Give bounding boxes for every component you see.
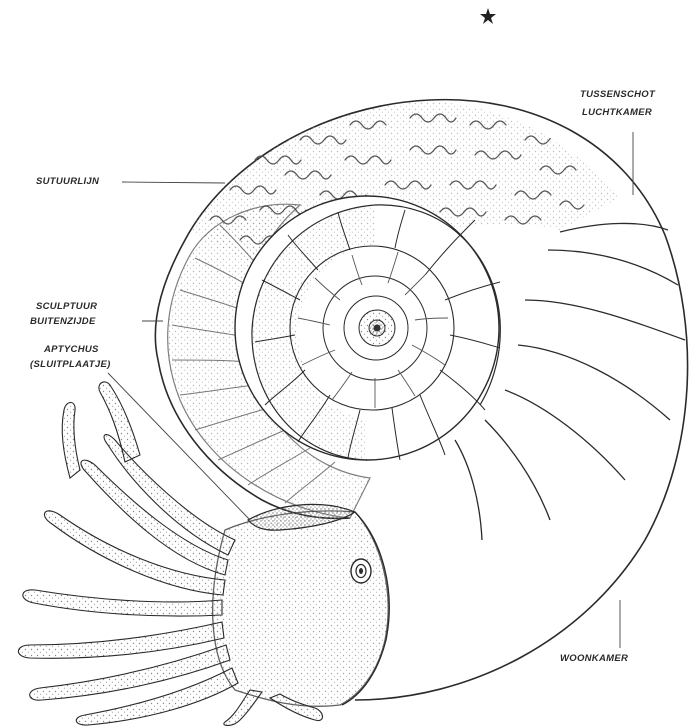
eye: [351, 559, 371, 583]
label-buitenzijde: BUITENZIJDE: [30, 315, 96, 328]
septa: [455, 223, 685, 540]
leader-sutuurlijn: [122, 182, 225, 183]
label-aptychus: APTYCHUS: [44, 343, 99, 356]
inner-whorls: [235, 196, 500, 460]
animal-head: [213, 511, 388, 706]
label-sculptuur: SCULPTUUR: [36, 300, 97, 313]
label-woonkamer: WOONKAMER: [560, 652, 628, 665]
label-luchtkamer: LUCHTKAMER: [582, 106, 652, 119]
label-sutuurlijn: SUTUURLIJN: [36, 175, 99, 188]
label-sluitplaatje: (SLUITPLAATJE): [30, 358, 111, 371]
label-tussenschot: TUSSENSCHOT: [580, 88, 655, 101]
star-mark: [480, 8, 496, 24]
